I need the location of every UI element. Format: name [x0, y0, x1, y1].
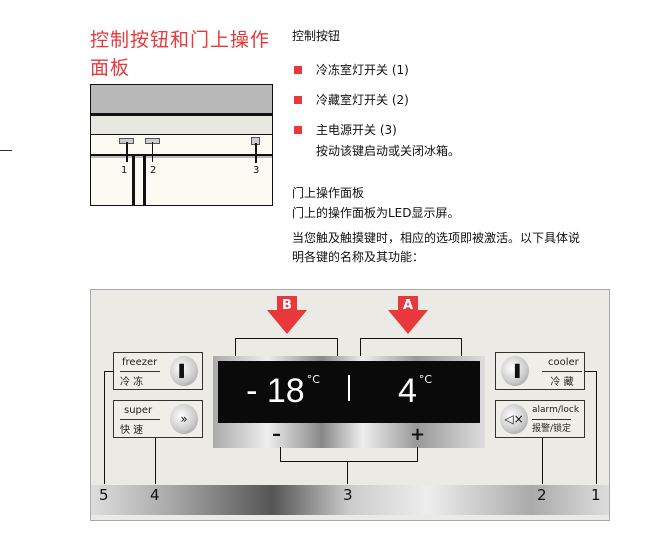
- cooler-door-icon: ▐: [501, 356, 529, 386]
- door-panel-text: 门上的操作面板为LED显示屏。: [292, 206, 460, 220]
- margin-mark: [0, 150, 12, 151]
- led-display: - 18 °C 4 °C: [218, 361, 480, 423]
- section-title: 控制按钮和门上操作面板: [90, 29, 271, 79]
- alarm-lock-button[interactable]: ◁× alarm/lock 报警/锁定: [495, 400, 585, 438]
- freezer-readout: - 18 °C: [218, 361, 348, 423]
- bullet-icon: [294, 96, 302, 104]
- cooler-readout: 4 °C: [350, 361, 480, 423]
- panel-bottom-trim: [91, 485, 609, 515]
- door-panel-heading: 门上操作面板: [292, 186, 365, 200]
- super-label: super: [124, 405, 153, 416]
- callout-2: 2: [537, 486, 547, 504]
- cooler-label-zh: 冷 藏: [542, 371, 582, 388]
- adjust-bracket: [280, 447, 418, 462]
- plus-button[interactable]: +: [410, 424, 426, 445]
- control-item: 冷冻室灯开关 (1): [316, 63, 409, 77]
- freezer-display-bracket: [235, 338, 338, 359]
- freezer-temperature: - 18: [246, 372, 305, 410]
- arrow-b-icon: B: [267, 296, 307, 334]
- callout-5: 5: [99, 486, 109, 504]
- unit-label: °C: [418, 373, 433, 386]
- super-button[interactable]: super 快 速 »: [113, 400, 203, 438]
- cooler-label: cooler: [548, 357, 579, 368]
- label-2: 2: [150, 165, 157, 176]
- callout-4: 4: [150, 486, 160, 504]
- label-3: 3: [253, 165, 260, 176]
- bullet-icon: [294, 66, 302, 74]
- controls-heading: 控制按钮: [292, 29, 341, 43]
- fast-forward-icon: »: [170, 404, 198, 434]
- alarm-label: alarm/lock: [532, 405, 580, 415]
- control-buttons-diagram: 1 2 3: [90, 84, 273, 206]
- label-1: 1: [121, 165, 128, 176]
- control-item: 主电源开关 (3): [316, 123, 397, 137]
- alarm-label-zh: 报警/锁定: [532, 419, 572, 434]
- unit-label: °C: [306, 373, 320, 386]
- minus-button[interactable]: –: [272, 424, 281, 445]
- door-panel-text: 明各键的名称及其功能：: [292, 250, 425, 264]
- cooler-display-bracket: [360, 338, 462, 359]
- cooler-temperature: 4: [397, 372, 417, 410]
- control-item: 冷藏室灯开关 (2): [316, 93, 409, 107]
- arrow-a-icon: A: [388, 296, 428, 334]
- freezer-label-zh: 冷 冻: [120, 371, 160, 388]
- freezer-label: freezer: [122, 357, 158, 368]
- super-label-zh: 快 速: [120, 419, 160, 436]
- bullet-icon: [294, 126, 302, 134]
- display-divider: [348, 375, 350, 401]
- freezer-button[interactable]: freezer 冷 冻 ▌: [113, 352, 203, 390]
- callout-3: 3: [343, 486, 353, 504]
- freezer-door-icon: ▌: [170, 356, 198, 386]
- callout-1: 1: [591, 486, 601, 504]
- control-note: 按动该键启动或关闭冰箱。: [316, 144, 461, 158]
- door-panel-text: 当您触及触摸键时，相应的选项即被激活。以下具体说: [292, 231, 581, 245]
- mute-speaker-icon: ◁×: [500, 404, 528, 434]
- cooler-button[interactable]: ▐ cooler 冷 藏: [495, 352, 585, 390]
